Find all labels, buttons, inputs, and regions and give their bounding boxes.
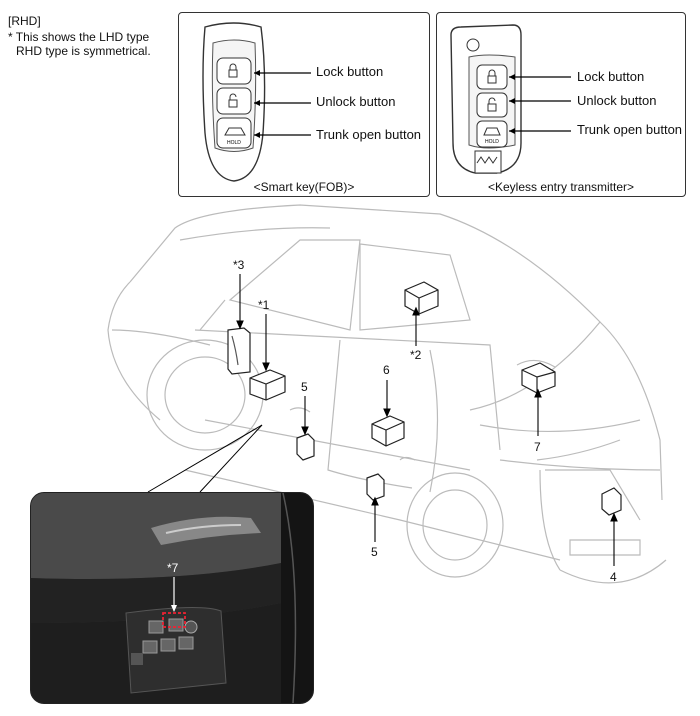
callout-4: 4	[610, 570, 617, 584]
callout-star2: *2	[410, 348, 421, 362]
callout-star1: *1	[258, 298, 269, 312]
callout-6: 6	[383, 363, 390, 377]
callout-5-rear-door: 5	[371, 545, 378, 559]
callout-7: 7	[534, 440, 541, 454]
callout-5-front-door: 5	[301, 380, 308, 394]
door-trim-inset: *7	[30, 492, 314, 704]
callout-star7-inset: *7	[167, 561, 178, 575]
door-trim-photo	[31, 493, 313, 703]
callout-star3: *3	[233, 258, 244, 272]
